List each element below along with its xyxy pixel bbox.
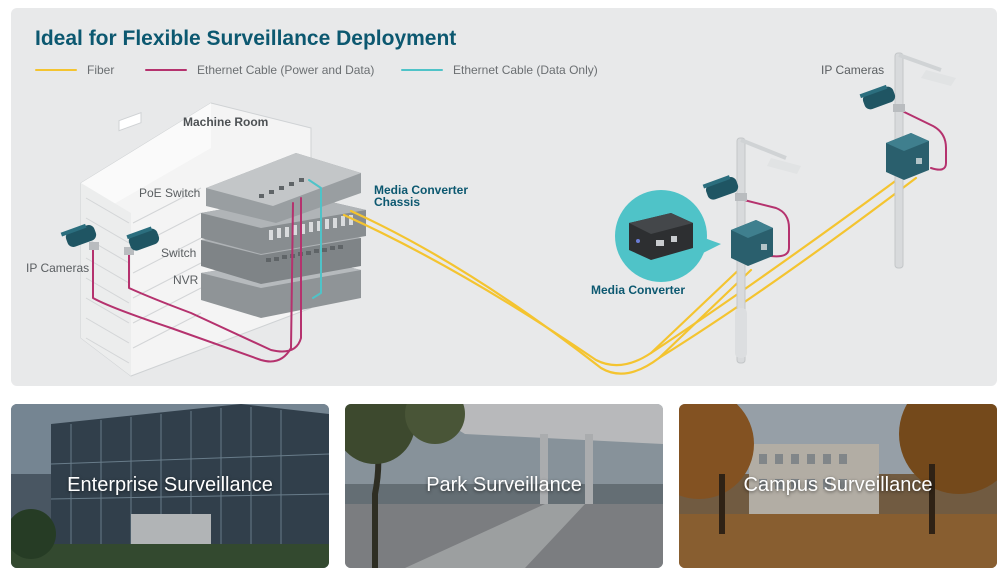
ip-camera-middle xyxy=(702,175,747,201)
ethernet-data-swatch xyxy=(401,69,443,71)
legend-label: Fiber xyxy=(87,63,115,77)
label-switch: Switch xyxy=(161,246,197,260)
card-enterprise-surveillance[interactable]: Enterprise Surveillance xyxy=(11,404,329,568)
legend-item-ethernet-power-data: Ethernet Cable (Power and Data) xyxy=(145,63,374,77)
card-label: Park Surveillance xyxy=(426,474,582,496)
card-label: Campus Surveillance xyxy=(743,474,933,496)
page-title: Ideal for Flexible Surveillance Deployme… xyxy=(35,27,457,50)
label-poe-switch: PoE Switch xyxy=(139,186,201,200)
scenario-cards: Enterprise Surveillance Park Surveillanc… xyxy=(11,404,997,568)
cables xyxy=(92,107,947,375)
park-photo xyxy=(345,404,663,568)
media-converter-callout xyxy=(615,190,721,282)
network-diagram xyxy=(60,52,956,377)
label-ip-cameras-left: IP Cameras xyxy=(26,261,90,275)
card-label: Enterprise Surveillance xyxy=(67,474,273,496)
card-campus-surveillance[interactable]: Campus Surveillance xyxy=(679,404,997,568)
fiber-swatch xyxy=(35,69,77,71)
campus-photo xyxy=(679,404,997,568)
label-media-converter-chassis: Media Converter Chassis xyxy=(374,183,469,209)
deployment-diagram-panel: Ideal for Flexible Surveillance Deployme… xyxy=(11,8,997,386)
legend-label: Ethernet Cable (Data Only) xyxy=(453,63,598,77)
machine-room-equipment xyxy=(201,153,366,318)
ip-camera-left-1 xyxy=(60,223,99,250)
label-machine-room: Machine Room xyxy=(183,115,269,129)
enterprise-photo xyxy=(11,404,329,568)
label-ip-cameras-right: IP Cameras xyxy=(821,63,885,77)
ip-camera-left-2 xyxy=(124,226,160,255)
legend-item-fiber: Fiber xyxy=(35,63,114,77)
media-converter-box-right xyxy=(886,133,929,180)
ethernet-power-swatch xyxy=(145,69,187,71)
ip-camera-right xyxy=(859,84,905,112)
label-nvr: NVR xyxy=(173,273,199,287)
legend-item-ethernet-data-only: Ethernet Cable (Data Only) xyxy=(401,63,598,77)
card-park-surveillance[interactable]: Park Surveillance xyxy=(345,404,663,568)
media-converter-box-middle xyxy=(731,220,773,266)
legend-label: Ethernet Cable (Power and Data) xyxy=(197,63,375,77)
label-media-converter: Media Converter xyxy=(591,283,686,297)
